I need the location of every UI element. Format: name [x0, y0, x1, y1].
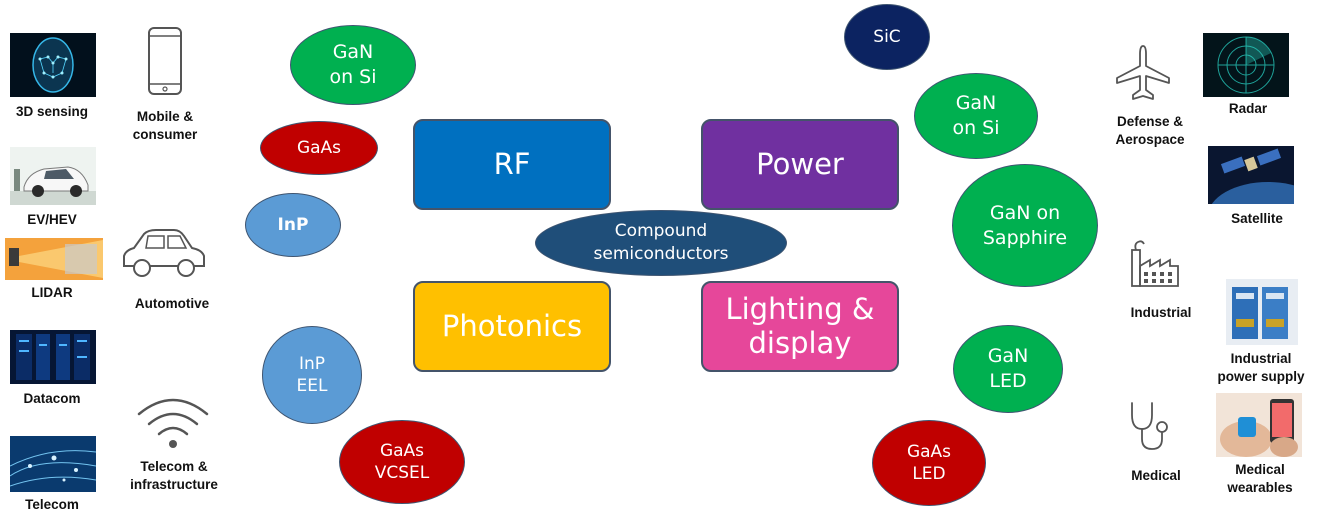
smartphone-icon	[148, 27, 182, 95]
center-compound-semiconductors: Compound semiconductors	[535, 210, 787, 276]
datacom-image	[10, 330, 96, 384]
car-icon	[123, 229, 205, 277]
segment-lighting-display: Lighting & display	[701, 281, 899, 372]
app-label-telecom-infrastructure: Telecom & infrastructure	[130, 459, 218, 493]
app-label-ev-hev: EV/HEV	[27, 212, 77, 227]
app-label-mobile-consumer: Mobile & consumer	[132, 109, 198, 143]
industrial-power-supply-image	[1226, 279, 1298, 345]
app-label-medical-wearables: Medical wearables	[1227, 462, 1293, 496]
material-gan-on-sapphire: GaN on Sapphire	[952, 164, 1098, 287]
app-label-automotive: Automotive	[134, 296, 210, 311]
3d-sensing-image	[10, 33, 96, 97]
app-label-3d-sensing: 3D sensing	[15, 104, 89, 119]
segment-photonics: Photonics	[413, 281, 611, 372]
medical-wearables-image	[1216, 393, 1302, 457]
factory-icon	[1131, 240, 1179, 287]
app-label-industrial: Industrial	[1130, 305, 1192, 320]
app-label-lidar: LIDAR	[31, 285, 73, 300]
telecom-image	[10, 436, 96, 492]
segment-power: Power	[701, 119, 899, 210]
segment-rf: RF	[413, 119, 611, 210]
app-label-satellite: Satellite	[1231, 211, 1283, 226]
material-inp-eel: InP EEL	[262, 326, 362, 424]
airplane-icon	[1116, 45, 1170, 100]
app-label-telecom: Telecom	[25, 497, 79, 512]
app-label-radar: Radar	[1228, 101, 1268, 116]
app-label-industrial-power-supply: Industrial power supply	[1217, 351, 1305, 385]
app-label-medical: Medical	[1131, 468, 1181, 483]
material-gan-on-si-right: GaN on Si	[914, 73, 1038, 159]
app-label-datacom: Datacom	[23, 391, 81, 406]
stethoscope-icon	[1131, 402, 1168, 450]
wifi-icon	[137, 398, 209, 448]
material-gaas-led: GaAs LED	[872, 420, 986, 506]
material-gaas-left: GaAs	[260, 121, 378, 175]
radar-image	[1203, 33, 1289, 97]
material-gaas-vcsel: GaAs VCSEL	[339, 420, 465, 504]
lidar-image	[5, 238, 103, 280]
material-inp: InP	[245, 193, 341, 257]
material-gan-led: GaN LED	[953, 325, 1063, 413]
satellite-image	[1208, 146, 1294, 204]
app-label-defense-aerospace: Defense & Aerospace	[1115, 114, 1185, 148]
material-sic: SiC	[844, 4, 930, 70]
ev-hev-image	[10, 147, 96, 205]
material-gan-on-si-left: GaN on Si	[290, 25, 416, 105]
